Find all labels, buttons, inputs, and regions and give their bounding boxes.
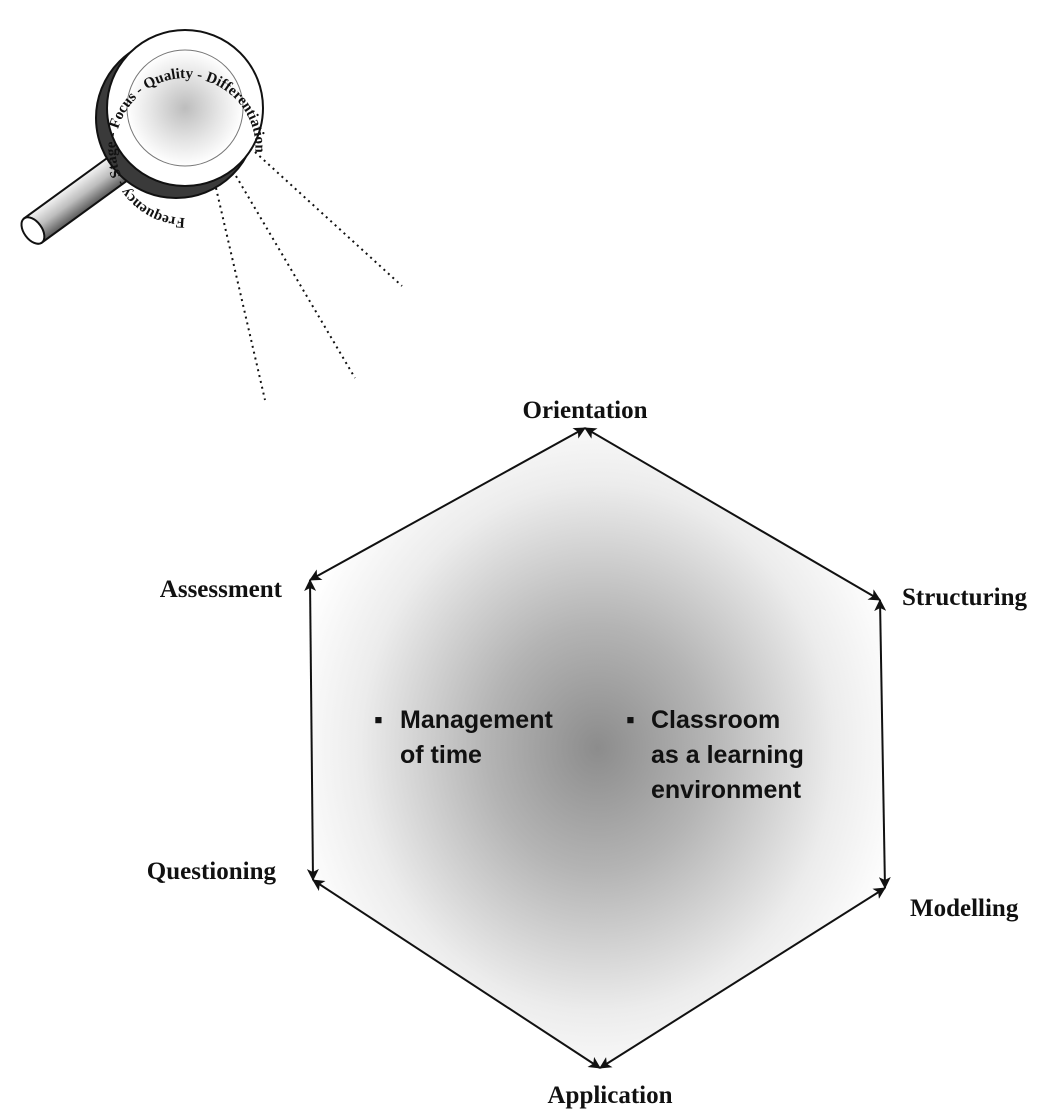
edge-assessment-orientation: [309, 427, 586, 581]
edge-questioning-assessment: [304, 579, 319, 881]
center-item-right-line1: Classroom: [651, 706, 780, 734]
center-item-left-line1: Management: [400, 706, 553, 734]
lens-ray: [215, 187, 266, 401]
lens-ray: [254, 151, 403, 287]
lens-glass: [126, 49, 244, 167]
edge-orientation-structuring: [584, 427, 881, 601]
lens-ray: [235, 175, 356, 379]
bullet-icon: ▪: [374, 706, 383, 734]
center-item-right-line2: as a learning: [651, 741, 804, 769]
node-label-application: Application: [547, 1082, 672, 1109]
node-label-modelling: Modelling: [910, 895, 1019, 922]
edge-application-questioning: [312, 879, 601, 1069]
edge-structuring-modelling: [874, 599, 891, 889]
center-item-left-line2: of time: [400, 741, 482, 769]
node-label-structuring: Structuring: [902, 584, 1028, 611]
node-label-questioning: Questioning: [147, 858, 277, 885]
magnifying-glass-icon: Frequency - Stage - Focus - Quality - Di…: [20, 29, 403, 401]
node-label-assessment: Assessment: [160, 576, 283, 603]
bullet-icon: ▪: [626, 706, 635, 734]
center-item-classroom: ▪ Classroom as a learning environment: [626, 706, 804, 804]
center-item-right-line3: environment: [651, 776, 802, 804]
edge-modelling-application: [599, 887, 886, 1069]
hexagon-edges: [304, 427, 891, 1069]
center-item-management-of-time: ▪ Management of time: [374, 706, 553, 769]
node-label-orientation: Orientation: [523, 397, 648, 424]
